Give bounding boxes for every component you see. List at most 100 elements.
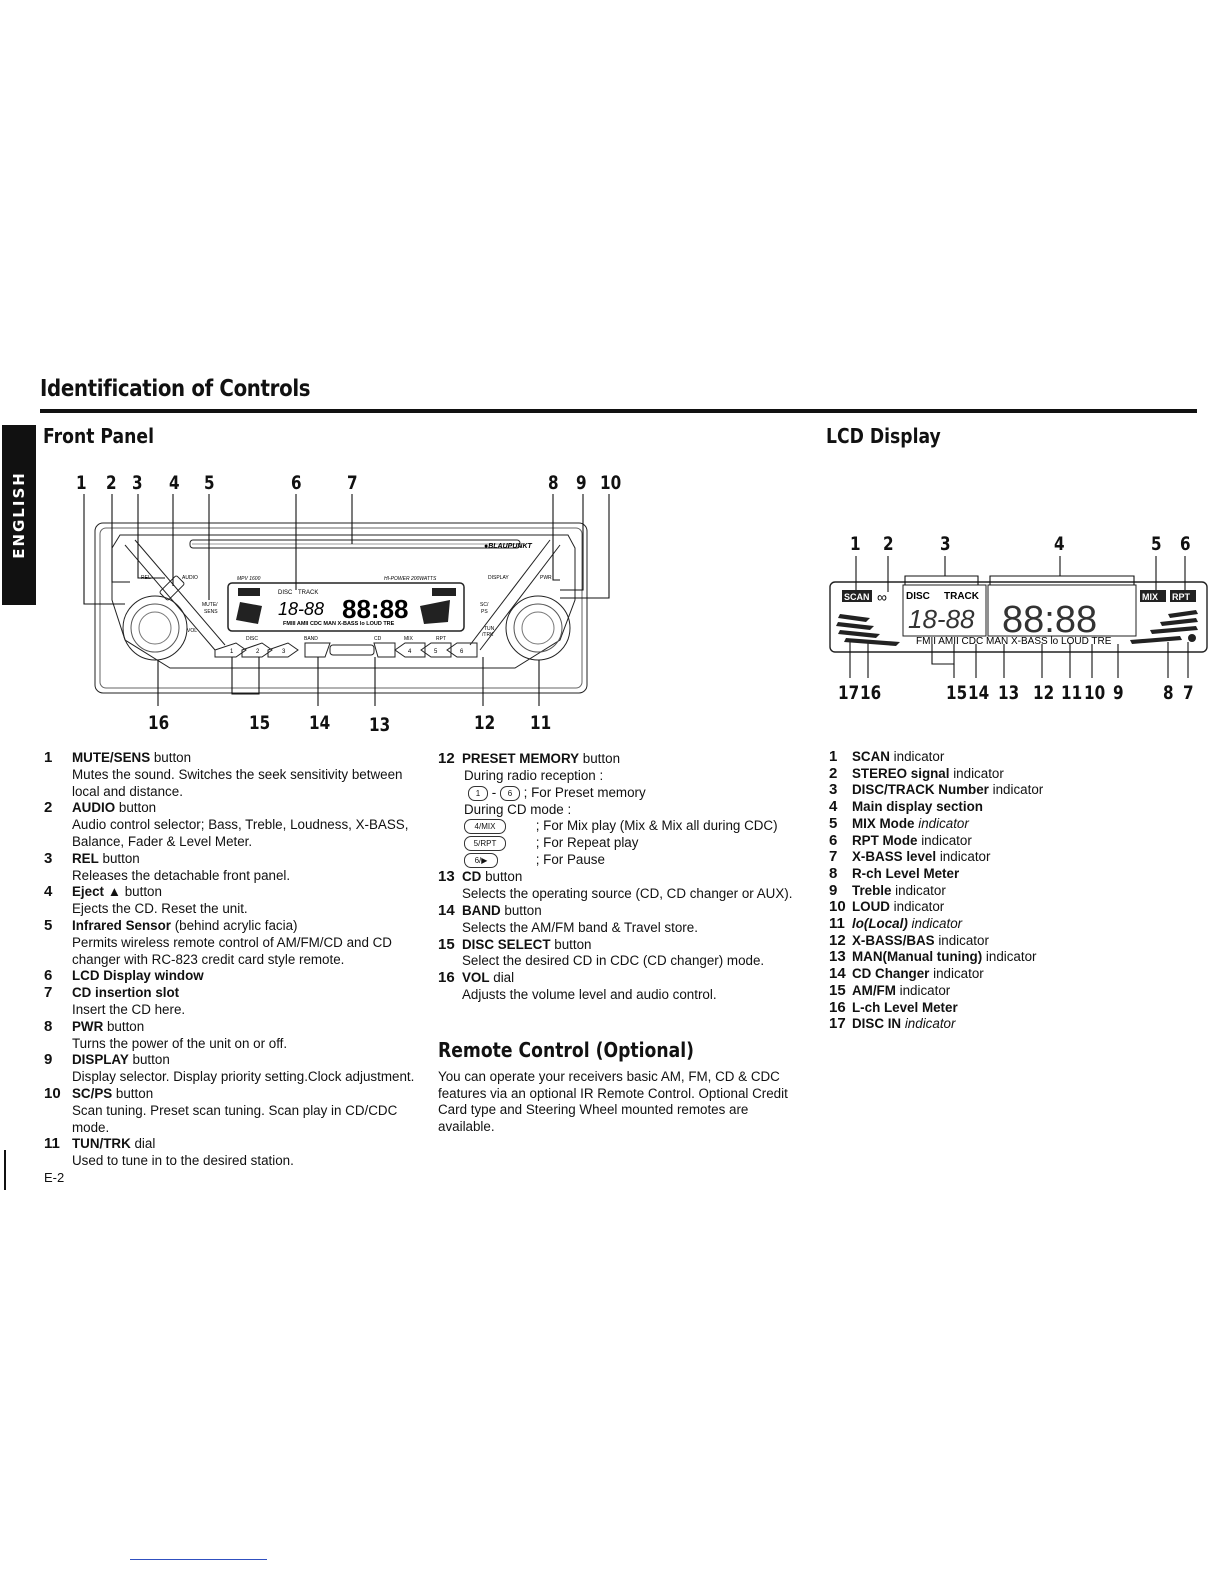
leader-1 [83, 494, 125, 605]
item-name: AM/FM [852, 982, 896, 998]
item-number: 15 [438, 935, 455, 953]
item-suffix: indicator [889, 749, 945, 764]
item-name: Infrared Sensor [72, 917, 171, 933]
lcd-display-diagram: SCAN ∞ DISC TRACK 18-88 88:88 MIX RPT FM… [829, 556, 1208, 678]
front-mix-indicator [432, 588, 456, 596]
callout-5: 5 [204, 472, 215, 494]
lcd-digits-big: 88:88 [1002, 599, 1097, 641]
controls-list-2: 12 PRESET MEMORY button During radio rec… [438, 750, 813, 1004]
band-button [304, 642, 331, 658]
callout-9: 9 [576, 472, 587, 494]
item-name: CD insertion slot [72, 985, 180, 1001]
label-audio: AUDIO [182, 575, 198, 581]
item-suffix: indicator [982, 949, 1037, 965]
lcd-outline [829, 581, 1208, 653]
callout-15: 15 [249, 712, 271, 734]
right-bevel [479, 544, 561, 651]
item-suffix: button [481, 869, 523, 885]
lcd-callout-2: 2 [883, 533, 894, 555]
item-number: 6 [44, 967, 53, 985]
lcd-callout-11: 11 [1061, 682, 1083, 704]
item-suffix: indicator [917, 832, 972, 848]
preset-1-symbol: 1 [468, 785, 488, 801]
item-name: STEREO signal [852, 765, 950, 781]
control-item-12: 12 PRESET MEMORY button During radio rec… [438, 750, 813, 869]
cd-slot [189, 539, 521, 549]
item-name: Eject ▲ [72, 884, 121, 900]
preset-button-5 [420, 642, 452, 658]
item-name: PWR [72, 1018, 104, 1034]
item-name: CD [462, 869, 482, 885]
item-suffix: indicator [895, 982, 951, 998]
item-desc: Audio control selector; Bass, Treble, Lo… [72, 817, 409, 849]
item-name: X-BASS level [852, 849, 937, 865]
item-name: Main display section [852, 799, 983, 815]
lcd-mix-indicator [1140, 590, 1166, 602]
item-number: 4 [44, 883, 53, 901]
item-number: 7 [829, 848, 838, 866]
lcd-callout-13: 13 [998, 682, 1020, 704]
item-number: 3 [829, 781, 838, 799]
item-number: 2 [829, 764, 838, 782]
item-suffix: button [112, 1085, 154, 1101]
tun-trk-dial [505, 595, 571, 661]
lcd-callout-6: 6 [1180, 533, 1191, 555]
lcd-rpt-label: RPT [1172, 592, 1191, 602]
item-name: DISPLAY [72, 1052, 129, 1068]
lcd-disc-track-box [902, 584, 987, 637]
item-number: 11 [829, 915, 845, 933]
front-scan-indicator [238, 588, 260, 596]
item-name: SCAN [852, 749, 890, 764]
item-name: VOL [462, 970, 490, 986]
lcd-display-title: LCD Display [826, 424, 941, 448]
footer-line [130, 1559, 267, 1560]
item-name: MIX Mode [852, 815, 915, 831]
callout-12: 12 [474, 712, 496, 734]
preset-button-1 [214, 642, 247, 658]
item-name: LOUD [852, 899, 890, 915]
item-desc: Used to tune in to the desired station. [72, 1153, 294, 1169]
preset-label-1: 1 [230, 649, 234, 655]
lcd-callout-5: 5 [1151, 533, 1162, 555]
item-name: MUTE/SENS [72, 750, 151, 765]
front-lcd-bottom: FMIII AMII CDC MAN X-BASS lo LOUD TRE [283, 621, 395, 627]
item-number: 11 [44, 1135, 60, 1153]
front-panel-diagram: DISC TRACK 18-88 88:88 FMIII AMII CDC MA… [83, 494, 610, 706]
leader-8 [552, 494, 560, 581]
item-desc: Select the desired CD in CDC (CD changer… [462, 953, 765, 969]
item-name: REL [72, 850, 99, 866]
label-power: HI-POWER 200WATTS [384, 576, 437, 582]
lcd-callout-1: 1 [850, 533, 861, 555]
item-suffix: indicator [907, 916, 963, 932]
label-mute: MUTE/ [202, 602, 218, 608]
item-name: LCD Display window [72, 968, 204, 984]
item-desc: Selects the operating source (CD, CD cha… [462, 886, 793, 902]
item-suffix: indicator [891, 882, 946, 898]
lcd-disc-label: DISC [906, 591, 930, 602]
lcd-callout-10: 10 [1084, 682, 1106, 704]
item-suffix: button [128, 1052, 170, 1068]
item-number: 17 [829, 1015, 846, 1033]
item-name: PRESET MEMORY [462, 751, 580, 766]
item-suffix: button [500, 902, 542, 918]
item-number: 9 [44, 1051, 53, 1069]
left-bevel [124, 544, 216, 651]
preset-6-symbol: 6 [499, 785, 520, 801]
mix-button-symbol: 4/MIX [464, 819, 506, 835]
pause-text: ; For Pause [535, 852, 605, 868]
label-pwr: PWR [540, 575, 552, 581]
item-desc: Selects the AM/FM band & Travel store. [462, 919, 698, 935]
item-number: 2 [44, 799, 53, 817]
callout-13: 13 [369, 714, 391, 736]
radio-row: 1 - 6 ; For Preset memory [464, 785, 813, 802]
lcd-bottom-labels: FMII AMII CDC MAN X-BASS lo LOUD TRE [916, 636, 1112, 647]
